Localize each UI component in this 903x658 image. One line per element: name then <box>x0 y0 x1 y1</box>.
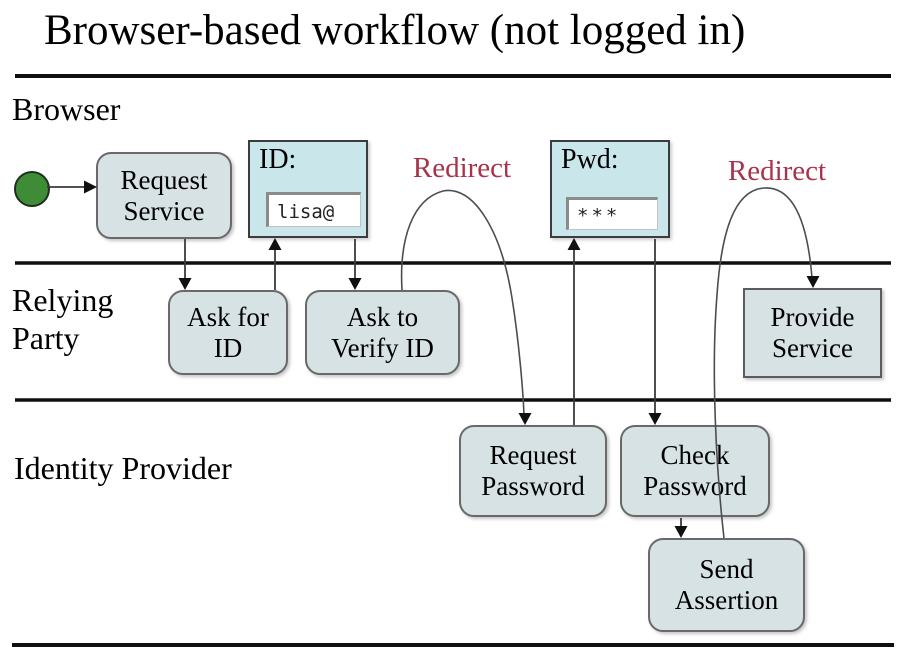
node-provide-service: Provide Service <box>743 288 882 378</box>
diagram-title: Browser-based workflow (not logged in) <box>44 7 746 54</box>
id-dialog: ID: <box>248 140 368 238</box>
node-check-password-line2: Password <box>643 471 747 501</box>
password-dialog: Pwd: <box>550 140 670 238</box>
node-ask-to-verify-id: Ask to Verify ID <box>305 290 460 375</box>
lane-label-relying-party-line2: Party <box>12 320 80 356</box>
node-check-password: Check Password <box>620 425 770 517</box>
lane-label-browser: Browser <box>12 91 121 127</box>
node-request-password-line2: Password <box>481 471 585 501</box>
password-field-label: Pwd: <box>561 144 619 175</box>
lane-label-relying-party-line1: Relying <box>12 282 114 318</box>
node-ask-for-id-line1: Ask for <box>187 301 269 332</box>
node-request-service-line1: Request <box>120 164 208 195</box>
arrowhead-icon <box>348 278 362 290</box>
node-request-password-line1: Request <box>489 440 577 470</box>
arrowhead-icon <box>178 278 192 290</box>
arrowhead-icon <box>648 413 662 425</box>
arrowhead-icon <box>268 238 282 250</box>
arrowhead-icon <box>674 526 688 538</box>
id-input[interactable] <box>266 192 361 227</box>
node-ask-for-id: Ask for ID <box>168 290 288 375</box>
node-ask-for-id-line2: ID <box>213 332 243 363</box>
node-request-service-line2: Service <box>123 195 205 226</box>
arrowhead-icon <box>518 413 532 425</box>
node-request-service: Request Service <box>96 152 232 239</box>
lane-label-relying-party: Relying Party <box>12 281 113 357</box>
redirect-label-1: Redirect <box>412 152 512 184</box>
password-input[interactable] <box>566 197 658 230</box>
node-check-password-line1: Check <box>660 440 730 470</box>
arrowhead-icon <box>806 276 820 288</box>
redirect-label-2: Redirect <box>727 155 827 187</box>
start-state-icon <box>14 171 50 207</box>
node-ask-to-verify-id-line1: Ask to <box>346 301 419 332</box>
arrowhead-icon <box>567 238 581 250</box>
node-ask-to-verify-id-line2: Verify ID <box>331 332 434 363</box>
node-request-password: Request Password <box>459 425 607 517</box>
lane-label-identity-provider: Identity Provider <box>14 450 232 486</box>
node-send-assertion-line1: Send <box>699 554 754 584</box>
node-provide-service-line2: Service <box>772 333 853 363</box>
id-field-label: ID: <box>259 144 297 175</box>
node-send-assertion-line2: Assertion <box>674 585 779 615</box>
node-send-assertion: Send Assertion <box>648 538 805 632</box>
node-provide-service-line1: Provide <box>770 302 855 332</box>
